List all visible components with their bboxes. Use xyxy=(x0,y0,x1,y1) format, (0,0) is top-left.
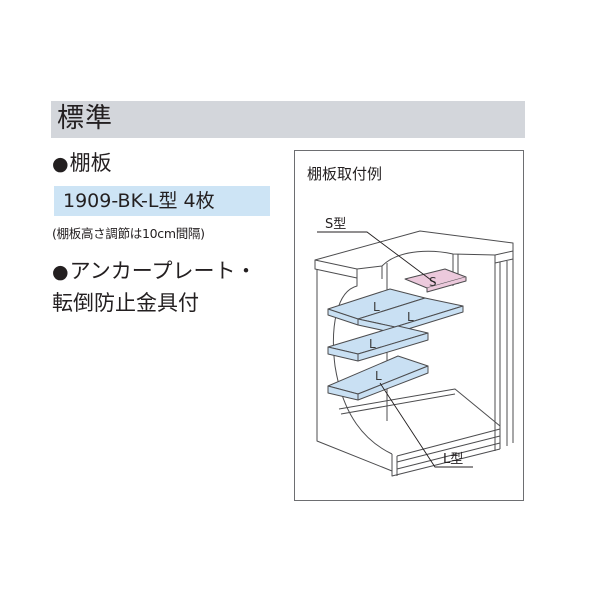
shelf-item-heading: ●棚板 xyxy=(52,150,112,177)
shelf-label-l1: L xyxy=(373,300,380,314)
l-type-callout: L型 xyxy=(443,452,463,467)
bullet-icon: ● xyxy=(52,261,69,283)
s-callout-line xyxy=(317,231,436,284)
anchor-label-line2: 転倒防止金具付 xyxy=(52,291,199,315)
bullet-icon: ● xyxy=(52,153,69,175)
anchor-label-line1: アンカープレート・ xyxy=(69,259,257,283)
anchor-item-line1: ●アンカープレート・ xyxy=(52,258,257,285)
storage-shed-illustration: S L L L L S型 L型 xyxy=(314,217,514,477)
shelf-label-l4: L xyxy=(375,369,382,383)
shelf-label: 棚板 xyxy=(69,151,112,175)
shelf-label-l3: L xyxy=(369,337,376,351)
anchor-item-line2: 転倒防止金具付 xyxy=(52,290,199,316)
section-header: 標準 xyxy=(51,101,525,138)
diagram-title: 棚板取付例 xyxy=(307,165,383,183)
shelf-label-s: S xyxy=(429,275,437,289)
section-title: 標準 xyxy=(57,103,113,134)
s-type-callout: S型 xyxy=(325,217,346,232)
shelf-adjust-note: (棚板高さ調節は10cm間隔) xyxy=(52,226,205,241)
shelf-label-l2: L xyxy=(407,310,414,324)
shelf-diagram-frame: 棚板取付例 xyxy=(294,150,524,501)
model-badge: 1909-BK-L型 4枚 xyxy=(54,186,270,216)
model-text: 1909-BK-L型 4枚 xyxy=(63,190,215,212)
l-callout-line xyxy=(379,382,473,468)
